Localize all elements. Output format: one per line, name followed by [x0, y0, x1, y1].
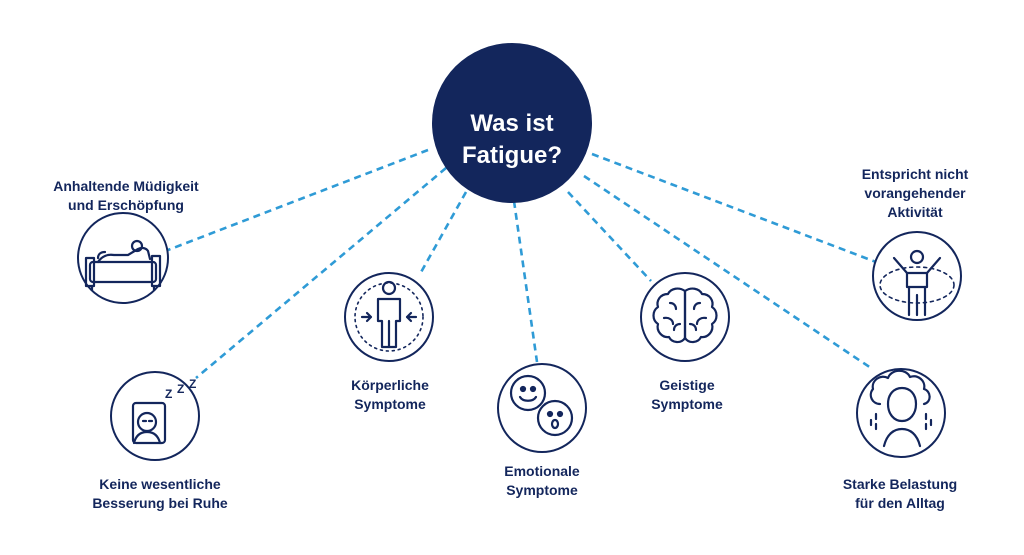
label-line: Besserung bei Ruhe [92, 495, 228, 511]
connector-emotional-symptoms [512, 200, 539, 363]
label-line: Symptome [354, 396, 426, 412]
sleeping-face-icon: Z Z Z [110, 371, 200, 461]
body-pressure-icon [344, 272, 434, 362]
center-title-line1: Was ist [470, 110, 554, 137]
connector-no-improvement [195, 167, 447, 379]
svg-text:Z: Z [177, 382, 184, 396]
connector-physical-symptoms [418, 191, 468, 275]
connector-mental-symptoms [567, 191, 652, 282]
label-line: Keine wesentliche [99, 476, 221, 492]
center-circle [432, 43, 592, 203]
label-not-matching-activity: Entspricht nicht vorangehender Aktivität [840, 165, 990, 222]
label-line: vorangehender [864, 185, 966, 201]
label-line: und Erschöpfung [68, 197, 184, 213]
svg-text:Z: Z [189, 377, 196, 391]
rain-cloud-person-icon [856, 368, 946, 458]
label-line: Symptome [506, 482, 578, 498]
label-line: Aktivität [887, 204, 943, 220]
label-mental-symptoms: Geistige Symptome [622, 376, 752, 414]
label-line: Entspricht nicht [861, 166, 969, 182]
label-line: Starke Belastung [842, 476, 958, 492]
emotion-faces-icon [497, 363, 587, 453]
center-title-line2: Fatigue? [462, 142, 562, 169]
sofa-icon [77, 212, 169, 304]
label-line: Geistige [659, 377, 715, 393]
label-line: Anhaltende Müdigkeit [53, 178, 199, 194]
label-line: Körperliche [351, 377, 429, 393]
connector-lines [167, 148, 877, 379]
label-line: Symptome [651, 396, 723, 412]
center-title: Was ist Fatigue? [433, 80, 591, 200]
label-physical-symptoms: Körperliche Symptome [325, 376, 455, 414]
connector-persistent-tiredness [167, 148, 429, 252]
brain-icon [640, 272, 730, 362]
label-emotional-symptoms: Emotionale Symptome [477, 462, 607, 500]
label-no-improvement: Keine wesentliche Besserung bei Ruhe [60, 475, 260, 513]
label-persistent-tiredness: Anhaltende Müdigkeit und Erschöpfung [16, 177, 236, 215]
label-line: Emotionale [504, 463, 580, 479]
stretching-person-icon [872, 231, 962, 321]
label-heavy-burden: Starke Belastung für den Alltag [815, 475, 985, 513]
svg-text:Z: Z [165, 387, 172, 401]
connector-heavy-burden [583, 174, 872, 370]
connector-not-matching-activity [591, 152, 877, 264]
label-line: für den Alltag [855, 495, 945, 511]
